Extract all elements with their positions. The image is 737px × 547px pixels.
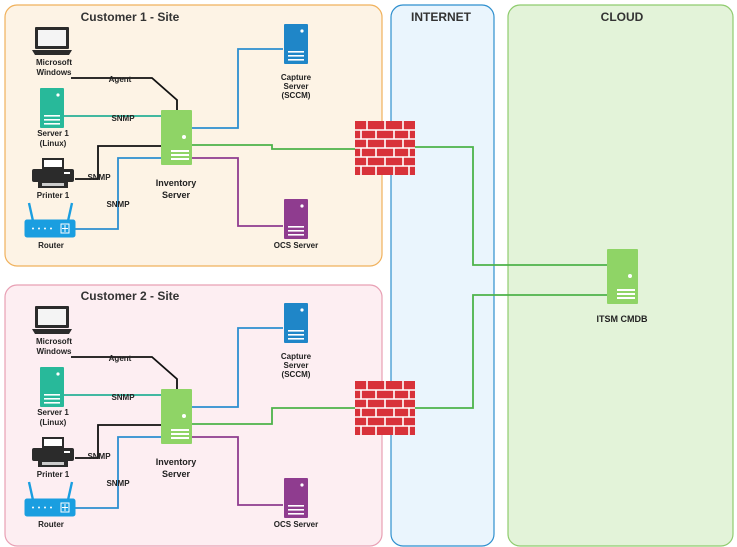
site2-link-router <box>75 436 161 509</box>
site2-link-ocs <box>192 436 283 506</box>
zone-internet-title: INTERNET <box>411 10 472 24</box>
site2-link-capture <box>192 327 283 408</box>
site1-ocs-label: OCS Server <box>274 241 318 250</box>
firewall-icon <box>354 120 416 176</box>
zone-site2-title: Customer 2 - Site <box>81 289 180 303</box>
site2-ocs-label: OCS Server <box>274 520 318 529</box>
server-icon <box>607 249 638 304</box>
zone-site1-title: Customer 1 - Site <box>81 10 180 24</box>
site1-inventory-label-2: Server <box>162 190 191 200</box>
firewall-icon <box>354 380 416 436</box>
site1-printer-label: Printer 1 <box>37 191 70 200</box>
site1-group: Microsoft Windows Agent Server 1 (Linux)… <box>23 24 416 250</box>
link-fw2-itsm <box>415 294 608 409</box>
server-icon <box>284 199 308 239</box>
server-icon <box>40 367 64 407</box>
itsm-cmdb-label: ITSM CMDB <box>597 314 648 324</box>
wan-links <box>415 146 608 409</box>
site2-snmp-router-label: SNMP <box>106 479 130 488</box>
site2-link-printer <box>75 424 161 459</box>
site2-printer-label: Printer 1 <box>37 470 70 479</box>
site1-firewall[interactable] <box>354 120 416 176</box>
server-icon <box>40 88 64 128</box>
site2-windows-label-1: Microsoft <box>36 337 72 346</box>
site1-router-label: Router <box>38 241 64 250</box>
site1-server1-label-2: (Linux) <box>40 139 67 148</box>
site2-ocs-server[interactable] <box>284 478 308 518</box>
site2-capture-label-2: Server <box>284 361 309 370</box>
site1-capture-label-3: (SCCM) <box>282 91 311 100</box>
site1-link-ocs <box>192 157 283 227</box>
server-icon <box>284 478 308 518</box>
zone-cloud-title: CLOUD <box>601 10 644 24</box>
site1-links <box>63 48 355 230</box>
site2-snmp-printer-label: SNMP <box>87 452 111 461</box>
site2-windows-label-2: Windows <box>36 347 72 356</box>
site2-link-firewall <box>192 407 355 425</box>
site2-links <box>63 327 355 509</box>
site2-inventory-server[interactable] <box>161 389 192 444</box>
site1-capture-server[interactable] <box>284 24 308 64</box>
site2-server1-label-1: Server 1 <box>37 408 69 417</box>
site2-snmp-server-label: SNMP <box>111 393 135 402</box>
site2-capture-label-3: (SCCM) <box>282 370 311 379</box>
site1-windows-label-1: Microsoft <box>36 58 72 67</box>
site1-link-router <box>75 157 161 230</box>
link-fw1-itsm <box>415 146 608 266</box>
site1-snmp-printer-label: SNMP <box>87 173 111 182</box>
site1-inventory-server[interactable] <box>161 110 192 165</box>
zone-internet <box>390 4 495 547</box>
site2-server1[interactable] <box>40 367 64 407</box>
server-icon <box>161 389 192 444</box>
laptop-icon <box>32 306 72 334</box>
site2-server1-label-2: (Linux) <box>40 418 67 427</box>
site2-capture-label-1: Capture <box>281 352 312 361</box>
itsm-cmdb-server[interactable] <box>607 249 638 304</box>
site1-windows-laptop[interactable] <box>32 27 72 55</box>
site1-capture-label-1: Capture <box>281 73 312 82</box>
site1-capture-label-2: Server <box>284 82 309 91</box>
site2-inventory-label-1: Inventory <box>156 457 197 467</box>
site1-link-capture <box>192 48 283 129</box>
site1-link-firewall <box>192 144 355 150</box>
site2-agent-label: Agent <box>109 354 132 363</box>
site1-link-agent <box>71 77 178 111</box>
site2-firewall[interactable] <box>354 380 416 436</box>
site1-windows-label-2: Windows <box>36 68 72 77</box>
site2-capture-server[interactable] <box>284 303 308 343</box>
laptop-icon <box>32 27 72 55</box>
site2-router-label: Router <box>38 520 64 529</box>
site2-windows-laptop[interactable] <box>32 306 72 334</box>
site2-group: Microsoft Windows Agent Server 1 (Linux)… <box>23 303 416 529</box>
site1-link-printer <box>75 145 161 180</box>
server-icon <box>161 110 192 165</box>
server-icon <box>284 303 308 343</box>
site1-agent-label: Agent <box>109 75 132 84</box>
site1-server1-label-1: Server 1 <box>37 129 69 138</box>
site1-snmp-server-label: SNMP <box>111 114 135 123</box>
site1-snmp-router-label: SNMP <box>106 200 130 209</box>
server-icon <box>284 24 308 64</box>
site1-server1[interactable] <box>40 88 64 128</box>
site2-link-agent <box>71 356 178 390</box>
site1-inventory-label-1: Inventory <box>156 178 197 188</box>
site1-ocs-server[interactable] <box>284 199 308 239</box>
site2-inventory-label-2: Server <box>162 469 191 479</box>
